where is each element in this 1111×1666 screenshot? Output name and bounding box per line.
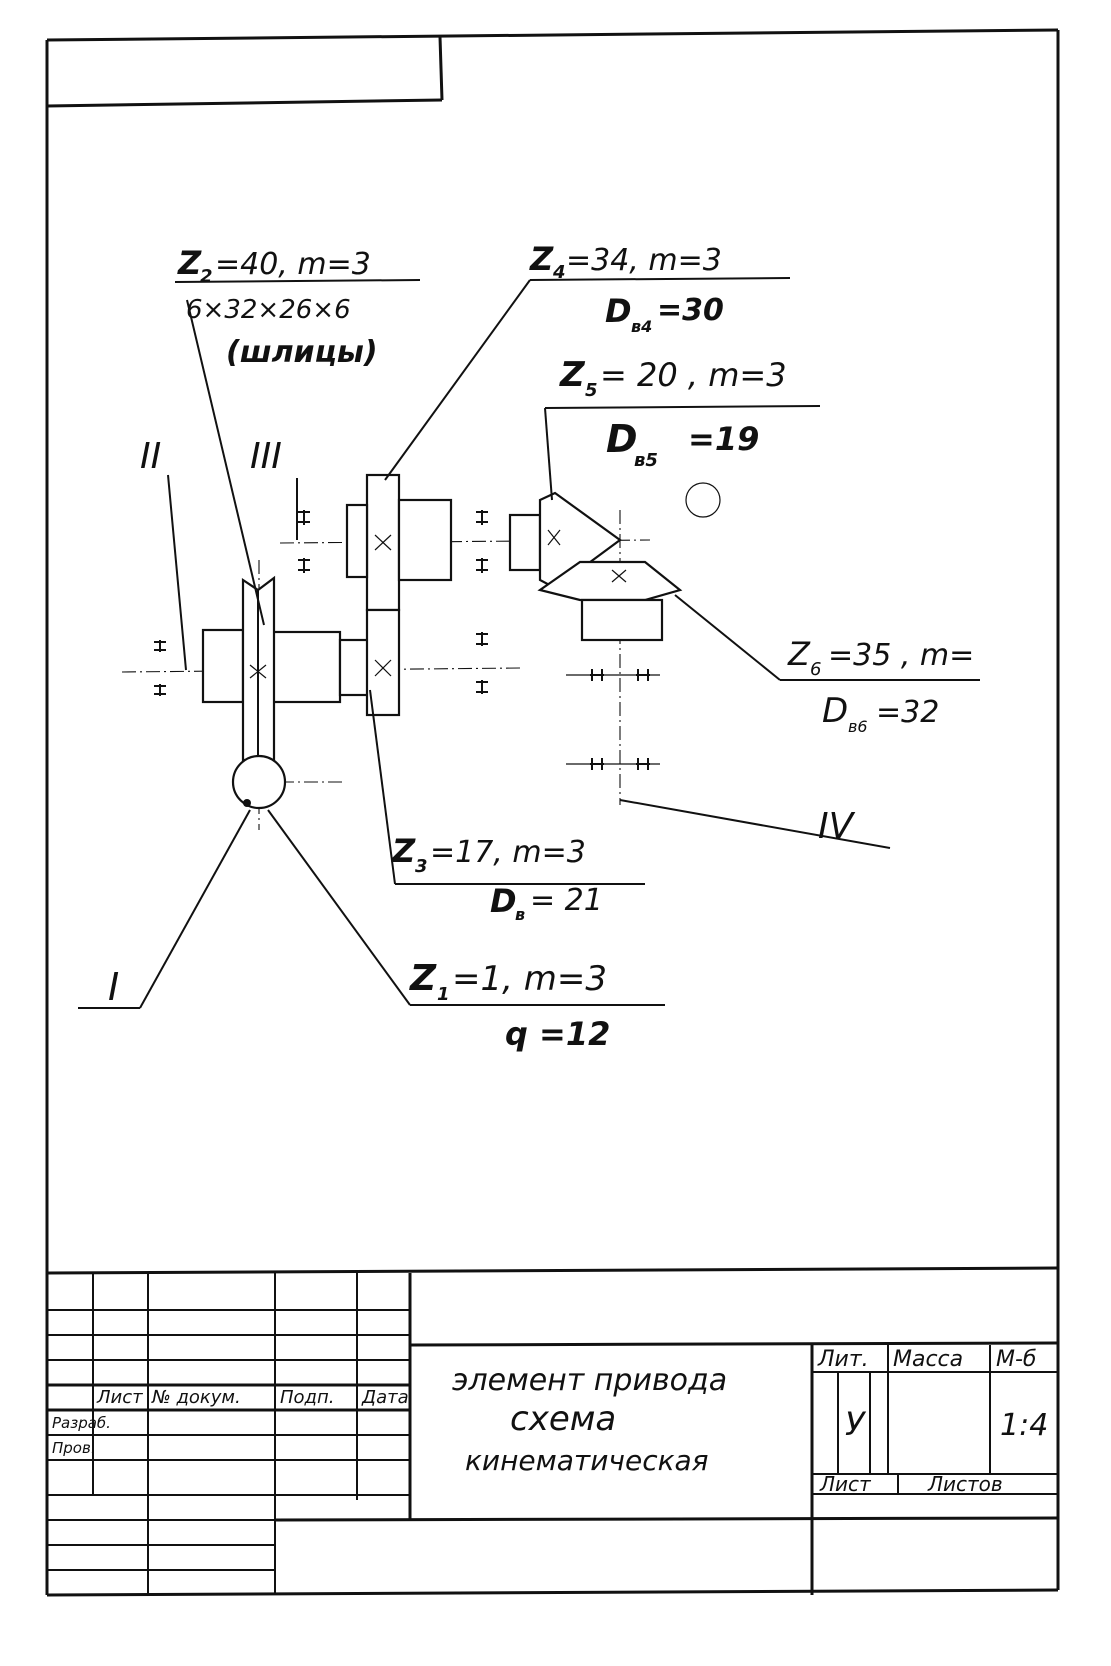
tb-sheet-label: Лист (819, 1472, 872, 1496)
tb-col-list: Лист (96, 1387, 143, 1408)
label-shaft-iii: III (250, 436, 282, 477)
tb-col-doc: № докум. (151, 1387, 241, 1408)
svg-text:4: 4 (552, 262, 566, 283)
tb-mass-label: Масса (893, 1347, 963, 1372)
annotations: Z 2 =40, m=3 6×32×26×6 (шлицы) Z 4 =34, … (108, 240, 974, 1053)
label-z3: Z 3 =17, m=3 D в = 21 (391, 832, 603, 924)
svg-text:Z: Z (787, 635, 811, 673)
tb-lit-value: У (845, 1405, 867, 1443)
svg-text:5: 5 (585, 380, 598, 401)
svg-text:= 21: = 21 (530, 883, 603, 918)
shaft-iii-end-hub (508, 513, 542, 572)
shaft-iii-hub-right (397, 498, 453, 582)
tb-title-line3: кинематическая (465, 1444, 709, 1477)
svg-text:3: 3 (415, 856, 428, 877)
gear-z3 (365, 608, 401, 717)
label-shaft-ii: II (140, 436, 161, 477)
title-block: Лист № докум. Подп. Дата Разраб. Пров. э… (46, 1266, 1059, 1595)
mechanism (121, 473, 721, 830)
svg-text:6×32×26×6: 6×32×26×6 (186, 295, 351, 325)
label-z1: Z 1 =1, m=3 q =12 (409, 958, 610, 1053)
svg-text:D: D (822, 691, 848, 731)
tb-col-date: Дата (361, 1387, 409, 1408)
svg-text:= 20 , m=3: = 20 , m=3 (600, 356, 787, 394)
label-shaft-i: I (108, 965, 119, 1009)
bearings (154, 510, 660, 770)
svg-text:2: 2 (200, 266, 213, 287)
label-z6: Z 6 =35 , m= D в6 =32 (787, 635, 974, 736)
shaft-iv-hub (580, 598, 664, 642)
label-z5: Z 5 = 20 , m=3 D в5 =19 (559, 355, 787, 471)
svg-text:Z: Z (391, 832, 416, 870)
tb-title-line1: элемент привода (452, 1363, 727, 1398)
svg-text:в5: в5 (634, 450, 658, 471)
svg-text:1: 1 (437, 984, 450, 1005)
worm-z1 (231, 754, 287, 810)
svg-text:Z: Z (409, 958, 437, 999)
svg-text:6: 6 (810, 659, 821, 680)
drawing-frame (45, 28, 1060, 1597)
label-z2: Z 2 =40, m=3 6×32×26×6 (шлицы) (177, 244, 378, 370)
tb-sheets-label: Листов (927, 1472, 1003, 1496)
svg-text:=35 , m=: =35 , m= (828, 638, 974, 673)
tb-col-sign: Подп. (280, 1387, 334, 1408)
svg-text:Z: Z (177, 244, 202, 282)
shaft-ii-sleeve (268, 630, 342, 704)
svg-text:=1, m=3: =1, m=3 (452, 959, 607, 999)
svg-text:=34, m=3: =34, m=3 (566, 243, 722, 278)
svg-text:=19: =19 (688, 420, 759, 458)
svg-text:=32: =32 (876, 695, 939, 730)
svg-text:q =12: q =12 (505, 1015, 610, 1053)
tb-row-check: Пров. (52, 1439, 96, 1457)
svg-text:Z: Z (529, 240, 554, 278)
svg-text:(шлицы): (шлицы) (226, 335, 378, 370)
svg-text:в4: в4 (631, 317, 652, 336)
svg-text:=17, m=3: =17, m=3 (430, 835, 586, 870)
tb-scale-value: 1:4 (1000, 1408, 1048, 1443)
svg-text:D: D (490, 882, 517, 920)
svg-text:в6: в6 (848, 717, 868, 736)
svg-text:=40, m=3: =40, m=3 (215, 247, 371, 282)
tb-lit-label: Лит. (817, 1347, 869, 1372)
tb-scale-label: М-б (996, 1347, 1037, 1372)
tb-row-dev: Разраб. (52, 1414, 111, 1432)
svg-text:Z: Z (559, 355, 586, 395)
label-shaft-iv: IV (818, 806, 856, 847)
shaft-ii-hub (201, 628, 245, 704)
svg-text:D: D (606, 417, 638, 461)
svg-text:в: в (515, 905, 525, 924)
svg-text:=30: =30 (657, 293, 724, 328)
shaft-iii-axis (279, 539, 651, 544)
leader-lines (78, 277, 980, 1009)
bevel-gear-z6 (537, 560, 683, 602)
label-z4: Z 4 =34, m=3 D в4 =30 (529, 240, 724, 336)
svg-text:D: D (605, 292, 632, 330)
tb-title-line2: схема (510, 1399, 616, 1439)
shaft-iii-hub-left (345, 503, 369, 579)
